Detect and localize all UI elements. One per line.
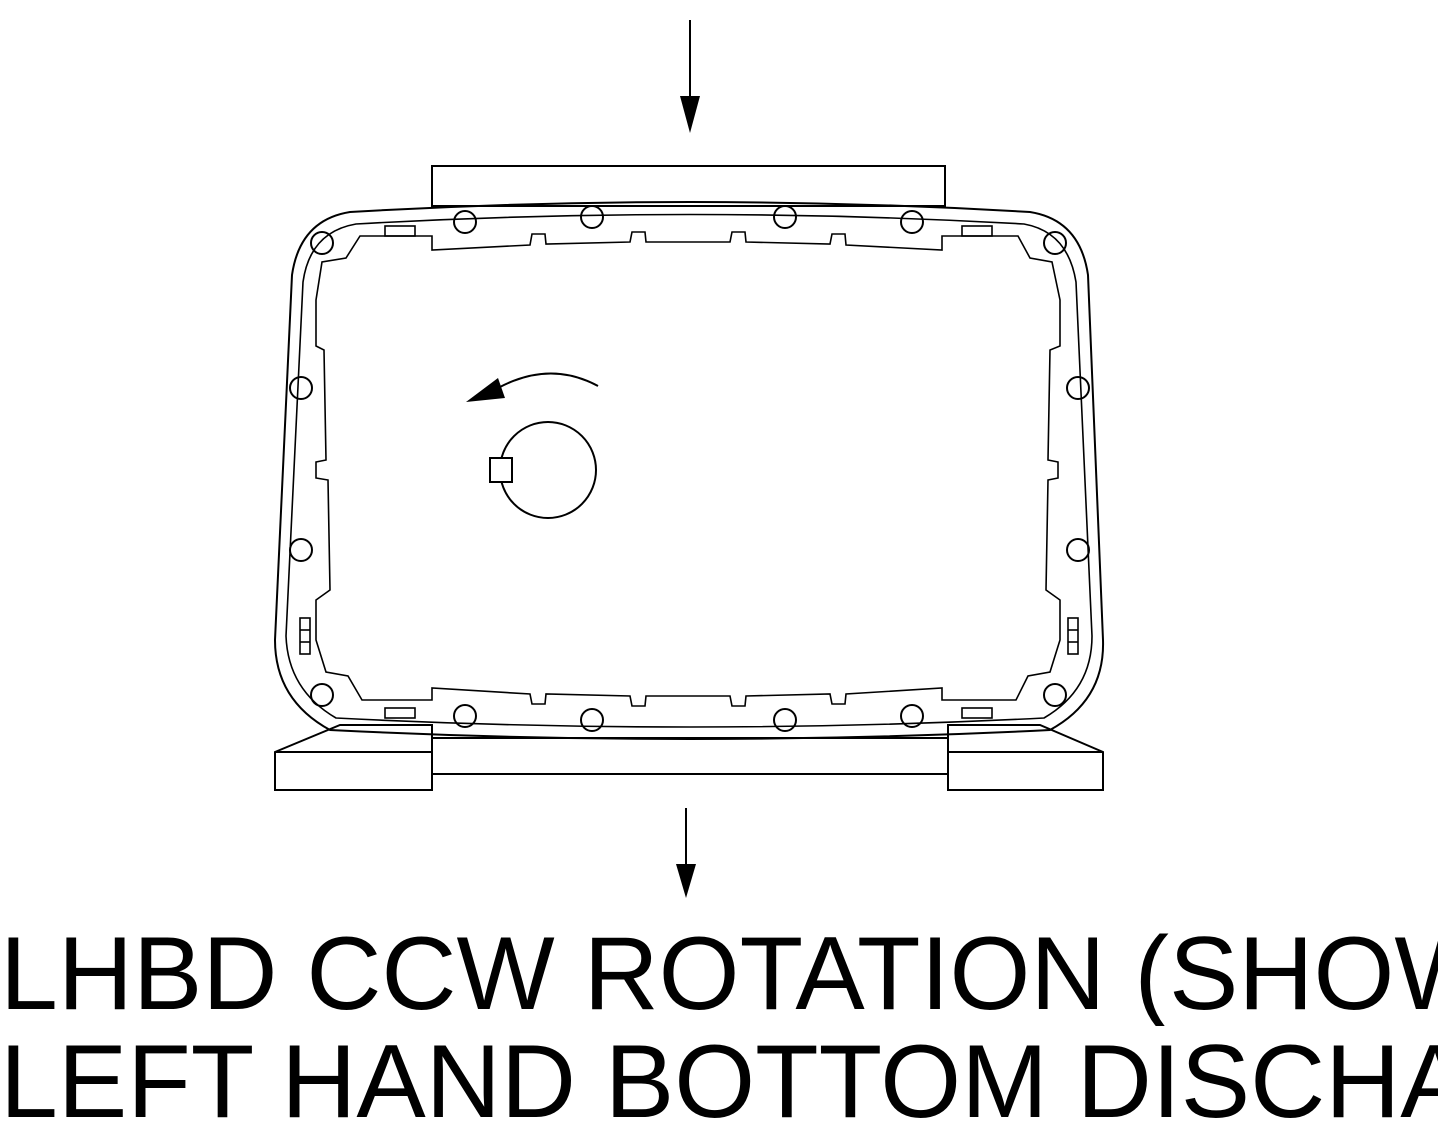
inlet-arrow <box>680 20 700 133</box>
gasket-outline <box>315 231 1061 707</box>
housing-outer <box>273 201 1105 740</box>
blower-end-view-diagram <box>273 20 1105 898</box>
shaft <box>489 421 597 519</box>
base-feet <box>274 724 1104 791</box>
caption-discharge: LEFT HAND BOTTOM DISCHARGE <box>0 1030 1438 1134</box>
bolt-holes <box>289 205 1090 732</box>
hardware-details <box>299 225 1079 719</box>
discharge-arrow <box>676 808 696 898</box>
housing-inner-rim <box>285 213 1093 728</box>
caption-rotation: LHBD CCW ROTATION (SHOWN) <box>0 922 1438 1026</box>
inlet-flange <box>431 165 946 207</box>
rotation-arrow <box>466 372 599 402</box>
